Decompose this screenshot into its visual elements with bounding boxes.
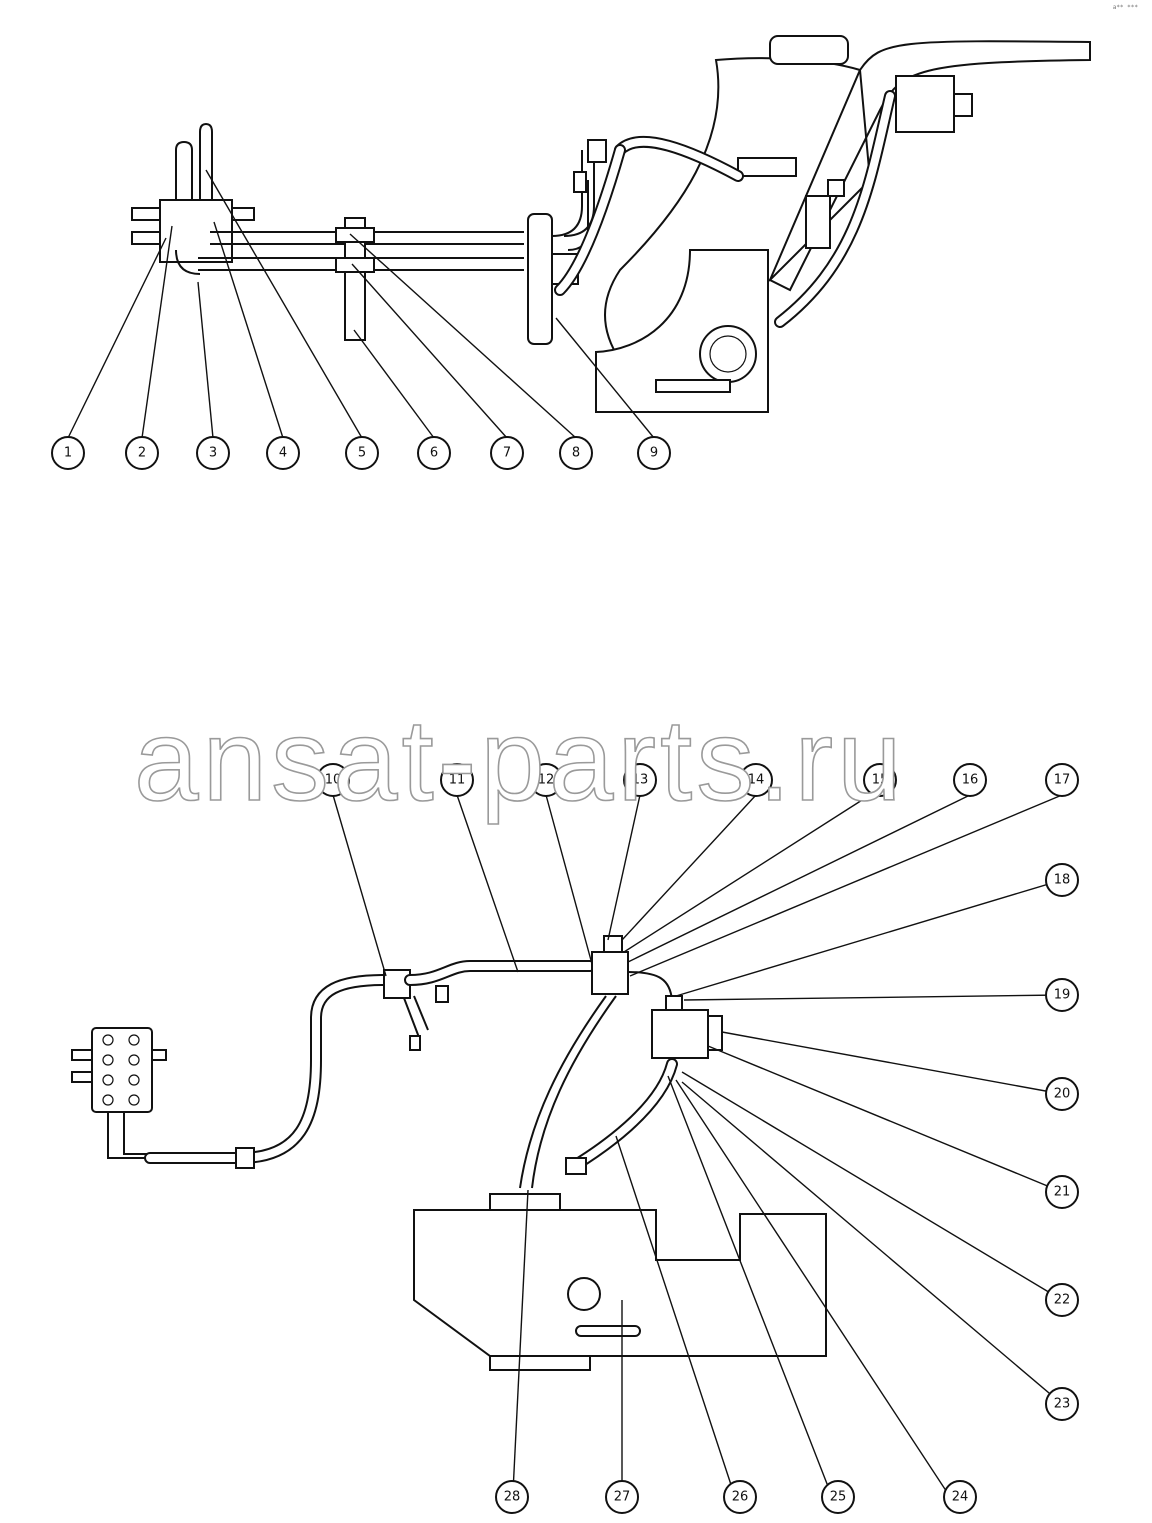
bottom-leaders — [332, 794, 1063, 1513]
junction-block — [591, 951, 629, 995]
top-valve-block — [159, 199, 233, 263]
callout-21: 21 — [1045, 1175, 1079, 1209]
top-assembly — [131, 35, 1091, 413]
callout-19: 19 — [1045, 978, 1079, 1012]
callout-9: 9 — [637, 436, 671, 470]
svg-text:7: 7 — [503, 446, 511, 461]
callout-17: 17 — [1045, 763, 1079, 797]
callout-18: 18 — [1045, 863, 1079, 897]
callout-7: 7 — [490, 436, 524, 470]
callout-1: 1 — [51, 436, 85, 470]
callout-10: 10 — [316, 763, 350, 797]
callout-23: 23 — [1045, 1387, 1079, 1421]
callout-5: 5 — [345, 436, 379, 470]
svg-text:3: 3 — [209, 446, 217, 461]
svg-text:11: 11 — [449, 773, 466, 788]
callout-2: 2 — [125, 436, 159, 470]
svg-text:22: 22 — [1054, 1293, 1071, 1308]
svg-text:9: 9 — [650, 446, 658, 461]
callout-13: 13 — [623, 763, 657, 797]
callout-24: 24 — [943, 1480, 977, 1514]
callout-26: 26 — [723, 1480, 757, 1514]
svg-text:21: 21 — [1054, 1185, 1071, 1200]
svg-text:24: 24 — [952, 1490, 969, 1505]
callout-28: 28 — [495, 1480, 529, 1514]
svg-text:5: 5 — [358, 446, 366, 461]
svg-text:16: 16 — [962, 773, 979, 788]
callout-4: 4 — [266, 436, 300, 470]
top-callouts: 1 2 3 4 5 6 7 8 9 — [51, 436, 671, 470]
callout-14: 14 — [739, 763, 773, 797]
callout-15: 15 — [863, 763, 897, 797]
corner-note: a** *** — [1112, 4, 1138, 11]
svg-text:20: 20 — [1054, 1087, 1071, 1102]
callout-3: 3 — [196, 436, 230, 470]
callout-22: 22 — [1045, 1283, 1079, 1317]
callout-16: 16 — [953, 763, 987, 797]
svg-text:17: 17 — [1054, 773, 1071, 788]
svg-text:14: 14 — [748, 773, 765, 788]
svg-text:23: 23 — [1054, 1397, 1071, 1412]
svg-text:8: 8 — [572, 446, 580, 461]
svg-text:4: 4 — [279, 446, 287, 461]
svg-text:6: 6 — [430, 446, 438, 461]
right-bracket-plate — [527, 213, 553, 345]
svg-text:25: 25 — [830, 1490, 847, 1505]
callout-12: 12 — [529, 763, 563, 797]
svg-text:15: 15 — [872, 773, 889, 788]
svg-text:13: 13 — [632, 773, 649, 788]
filter-block — [651, 1009, 709, 1059]
bottom-callouts: 10 11 12 13 14 15 16 17 18 19 20 21 22 2… — [316, 763, 1079, 1514]
svg-text:12: 12 — [538, 773, 555, 788]
callout-11: 11 — [440, 763, 474, 797]
bottom-assembly — [71, 935, 827, 1371]
svg-text:18: 18 — [1054, 873, 1071, 888]
svg-text:2: 2 — [138, 446, 146, 461]
svg-text:1: 1 — [64, 446, 72, 461]
svg-text:10: 10 — [325, 773, 342, 788]
control-valve-bank — [91, 1027, 153, 1113]
svg-text:27: 27 — [614, 1490, 631, 1505]
callout-6: 6 — [417, 436, 451, 470]
callout-8: 8 — [559, 436, 593, 470]
top-leaders — [67, 169, 655, 439]
svg-text:19: 19 — [1054, 988, 1071, 1003]
svg-text:28: 28 — [504, 1490, 521, 1505]
hydraulic-tank — [413, 1209, 827, 1357]
callout-20: 20 — [1045, 1077, 1079, 1111]
watermark: ansat-parts.ru — [134, 695, 906, 825]
callout-27: 27 — [605, 1480, 639, 1514]
callout-25: 25 — [821, 1480, 855, 1514]
svg-text:26: 26 — [732, 1490, 749, 1505]
